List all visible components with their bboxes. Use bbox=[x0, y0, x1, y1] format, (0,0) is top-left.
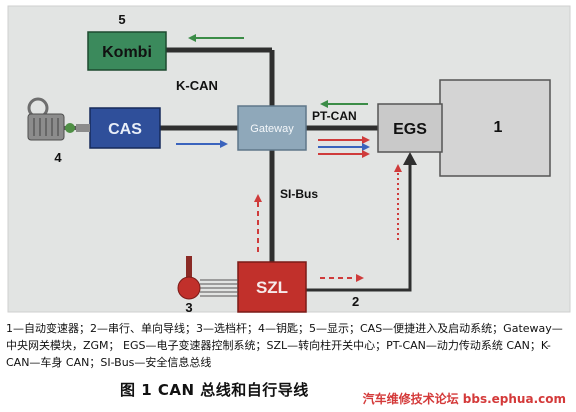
line-2-label: 2 bbox=[352, 294, 359, 309]
figure-title: 图 1 CAN 总线和自行导线 bbox=[120, 381, 309, 399]
gateway-label: Gateway bbox=[250, 123, 294, 135]
selector-lever-number: 3 bbox=[185, 300, 192, 315]
legend-caption: 1—自动变速器；2—串行、单向导线；3—选档杆；4—钥匙；5—显示；CAS—便捷… bbox=[6, 322, 563, 369]
transmission-unit: 1 bbox=[439, 79, 551, 177]
transmission-number: 1 bbox=[494, 119, 503, 136]
pt-can-label: PT-CAN bbox=[312, 109, 357, 123]
si-bus-label: SI-Bus bbox=[280, 187, 318, 201]
line-2-arrowhead bbox=[403, 152, 417, 165]
selector-lever-icon bbox=[177, 256, 238, 300]
bus-lines bbox=[160, 47, 378, 262]
cas-module: CAS bbox=[89, 107, 161, 149]
line-2-serial bbox=[306, 160, 412, 292]
cas-label: CAS bbox=[108, 121, 142, 138]
gateway-module: Gateway bbox=[237, 105, 307, 151]
watermark: 汽车维修技术论坛 bbs.ephua.com bbox=[358, 389, 570, 408]
szl-label: SZL bbox=[256, 278, 288, 297]
szl-module: SZL bbox=[237, 261, 307, 313]
signal-arrows bbox=[176, 34, 402, 282]
kombi-number: 5 bbox=[118, 12, 125, 27]
key-number: 4 bbox=[54, 150, 62, 165]
egs-label: EGS bbox=[393, 121, 427, 138]
kombi-label: Kombi bbox=[102, 44, 152, 61]
kombi-module: Kombi bbox=[87, 31, 167, 71]
egs-module: EGS bbox=[377, 103, 443, 153]
k-can-label: K-CAN bbox=[176, 78, 218, 93]
key-icon bbox=[27, 97, 90, 141]
